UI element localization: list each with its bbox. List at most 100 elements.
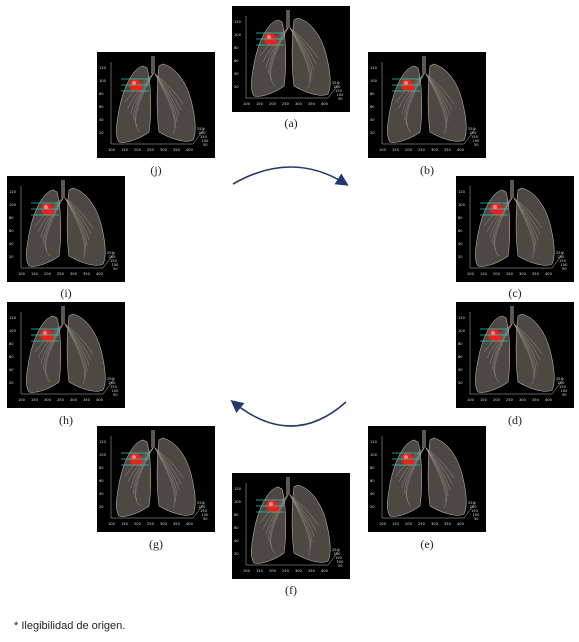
z-tick-label: 100 <box>337 560 345 564</box>
y-tick-label: 20 <box>9 255 14 259</box>
x-tick-label: 250 <box>147 522 155 526</box>
y-tick-label: 20 <box>9 381 14 385</box>
y-tick-label: 60 <box>99 105 104 109</box>
z-tick-label: 50 <box>203 143 208 147</box>
z-tick-label: 200 <box>558 255 566 259</box>
x-tick-label: 400 <box>186 522 194 526</box>
z-tick-label: 100 <box>202 513 210 517</box>
x-tick-label: 250 <box>418 148 426 152</box>
x-tick-label: 100 <box>243 102 251 106</box>
z-tick-label: 50 <box>562 267 567 271</box>
panel-label: (b) <box>420 163 434 177</box>
x-tick-label: 100 <box>18 272 26 276</box>
y-tick-label: 100 <box>234 33 242 37</box>
y-tick-label: 120 <box>370 66 378 70</box>
panel-label: (i) <box>60 286 72 300</box>
x-tick-label: 150 <box>480 398 488 402</box>
x-tick-label: 200 <box>493 398 501 402</box>
x-tick-label: 200 <box>493 272 501 276</box>
y-tick-label: 40 <box>99 118 104 122</box>
y-tick-label: 40 <box>234 72 239 76</box>
y-tick-label: 80 <box>9 342 14 346</box>
x-tick-label: 300 <box>160 148 168 152</box>
y-tick-label: 40 <box>9 242 14 246</box>
panel-label: (f) <box>285 583 297 597</box>
z-tick-label: 250 <box>197 501 205 505</box>
z-tick-label: 200 <box>334 85 342 89</box>
y-tick-label: 20 <box>370 505 375 509</box>
x-tick-label: 200 <box>405 148 413 152</box>
x-tick-label: 400 <box>457 522 465 526</box>
y-tick-label: 100 <box>370 453 378 457</box>
panel-label: (c) <box>508 286 522 300</box>
z-tick-label: 250 <box>107 377 115 381</box>
y-tick-label: 20 <box>370 131 375 135</box>
y-tick-label: 60 <box>458 355 463 359</box>
x-tick-label: 150 <box>392 148 400 152</box>
z-tick-label: 200 <box>199 505 207 509</box>
x-tick-label: 250 <box>506 398 514 402</box>
x-tick-label: 300 <box>70 272 78 276</box>
x-tick-label: 350 <box>173 148 181 152</box>
y-tick-label: 40 <box>370 118 375 122</box>
x-tick-label: 200 <box>269 102 277 106</box>
y-tick-label: 100 <box>9 329 17 333</box>
z-tick-label: 50 <box>474 517 479 521</box>
x-tick-label: 300 <box>431 522 439 526</box>
panel-label: (e) <box>420 537 434 551</box>
x-tick-label: 350 <box>532 272 540 276</box>
x-tick-label: 150 <box>256 569 264 573</box>
z-tick-label: 250 <box>468 501 476 505</box>
z-tick-label: 100 <box>112 263 120 267</box>
z-tick-label: 200 <box>109 255 117 259</box>
x-tick-label: 200 <box>134 522 142 526</box>
x-tick-label: 400 <box>545 272 553 276</box>
x-tick-label: 200 <box>134 148 142 152</box>
x-tick-label: 350 <box>308 102 316 106</box>
y-tick-label: 120 <box>9 190 17 194</box>
z-tick-label: 250 <box>332 548 340 552</box>
z-tick-label: 150 <box>200 135 208 139</box>
x-tick-label: 150 <box>31 272 39 276</box>
footnote: * Ilegibilidad de origen. <box>14 620 126 632</box>
x-tick-label: 350 <box>532 398 540 402</box>
y-tick-label: 60 <box>9 355 14 359</box>
x-tick-label: 150 <box>121 522 129 526</box>
z-tick-label: 250 <box>556 377 564 381</box>
y-tick-label: 60 <box>9 229 14 233</box>
x-tick-label: 100 <box>108 522 116 526</box>
x-tick-label: 300 <box>70 398 78 402</box>
z-tick-label: 200 <box>470 131 478 135</box>
z-tick-label: 50 <box>338 97 343 101</box>
y-tick-label: 20 <box>234 552 239 556</box>
x-tick-label: 400 <box>321 102 329 106</box>
panel-label: (j) <box>150 163 162 177</box>
x-tick-label: 100 <box>243 569 251 573</box>
x-tick-label: 350 <box>444 148 452 152</box>
z-tick-label: 150 <box>559 385 567 389</box>
z-tick-label: 250 <box>556 251 564 255</box>
y-tick-label: 80 <box>99 92 104 96</box>
y-tick-label: 40 <box>458 242 463 246</box>
z-tick-label: 150 <box>110 385 118 389</box>
y-tick-label: 120 <box>99 440 107 444</box>
z-tick-label: 250 <box>107 251 115 255</box>
y-tick-label: 80 <box>99 466 104 470</box>
y-tick-label: 60 <box>234 59 239 63</box>
z-tick-label: 50 <box>113 267 118 271</box>
y-tick-label: 120 <box>234 20 242 24</box>
z-tick-label: 100 <box>473 513 481 517</box>
